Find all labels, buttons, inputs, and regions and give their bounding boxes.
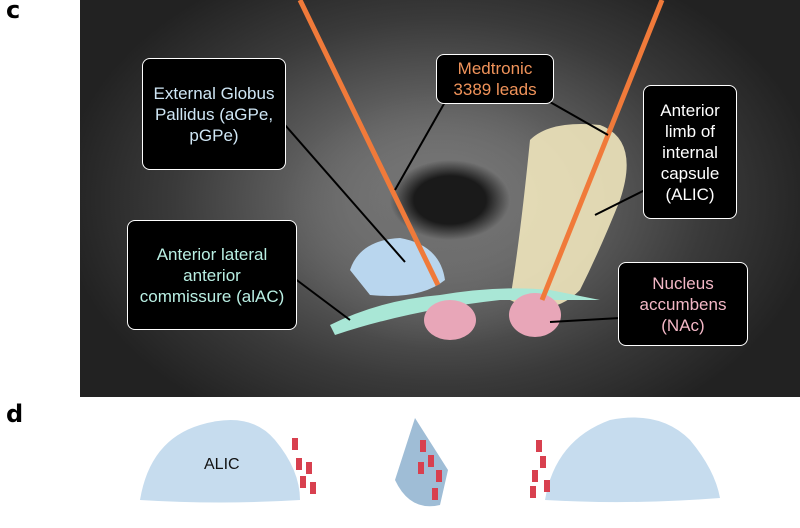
panel-label-c: c: [6, 0, 21, 24]
alic-view-3: [545, 417, 720, 503]
panel-label-d: d: [6, 400, 24, 428]
lead-left: [297, 0, 441, 287]
connector-lines: [284, 101, 646, 323]
alic-view-2: [335, 418, 448, 507]
nac-left: [424, 300, 476, 340]
lead-right: [539, 0, 665, 301]
label-nac: Nucleus accumbens (NAc): [618, 262, 748, 346]
electrodes-view-2: [418, 440, 442, 500]
electrodes-view-3: [530, 440, 550, 498]
label-medtronic-leads: Medtronic 3389 leads: [436, 54, 554, 104]
anatomy-overlay: [284, 0, 665, 340]
electrodes-view-1: [292, 438, 316, 494]
panel-d-alic-label: ALIC: [204, 456, 240, 473]
label-alic: Anterior limb of internal capsule (ALIC): [643, 85, 737, 219]
nac-right: [509, 293, 561, 337]
alic-structure: [510, 124, 627, 308]
label-alac: Anterior lateral anterior commissure (al…: [127, 220, 297, 330]
label-external-globus-pallidus: External Globus Pallidus (aGPe, pGPe): [142, 58, 286, 170]
